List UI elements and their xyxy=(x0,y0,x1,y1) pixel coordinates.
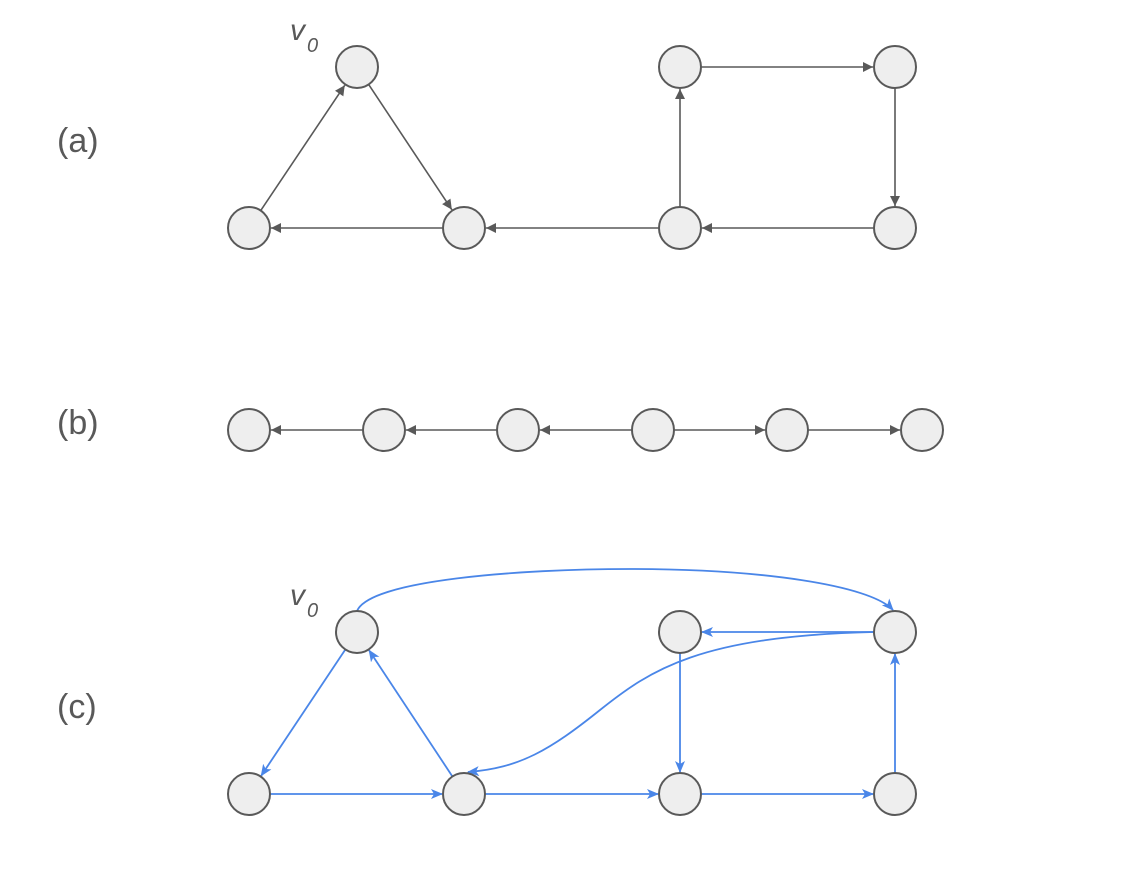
edge-c0-to-c4 xyxy=(356,568,894,612)
edge-a1-to-a0 xyxy=(260,84,346,212)
node-c2 xyxy=(442,772,486,816)
edge-c4-to-c2 xyxy=(467,631,875,777)
nodes-c xyxy=(227,610,917,816)
node-b1 xyxy=(362,408,406,452)
node-c5 xyxy=(658,772,702,816)
node-a2 xyxy=(442,206,486,250)
panel-label-c: (c) xyxy=(57,688,97,726)
node-c6 xyxy=(873,772,917,816)
node-b5 xyxy=(900,408,944,452)
nodes-b xyxy=(227,408,944,452)
node-c1 xyxy=(227,772,271,816)
edge-a0-to-a2 xyxy=(367,84,453,211)
node-c4 xyxy=(873,610,917,654)
panel-label-b: (b) xyxy=(57,404,99,442)
edge-c2-to-c0 xyxy=(368,649,454,777)
edges-c xyxy=(260,568,900,799)
node-a1 xyxy=(227,206,271,250)
node-a3 xyxy=(658,45,702,89)
node-b2 xyxy=(496,408,540,452)
node-a0 xyxy=(335,45,379,89)
node-c3 xyxy=(658,610,702,654)
edge-c0-to-c1 xyxy=(260,648,347,777)
node-b0 xyxy=(227,408,271,452)
node-a6 xyxy=(873,206,917,250)
node-b4 xyxy=(765,408,809,452)
panel-label-a: (a) xyxy=(57,122,99,160)
node-b3 xyxy=(631,408,675,452)
node-a4 xyxy=(873,45,917,89)
node-c0 xyxy=(335,610,379,654)
panel-b: (b) xyxy=(57,404,944,452)
node-a5 xyxy=(658,206,702,250)
edges-a xyxy=(260,62,900,233)
nodes-a xyxy=(227,45,917,250)
